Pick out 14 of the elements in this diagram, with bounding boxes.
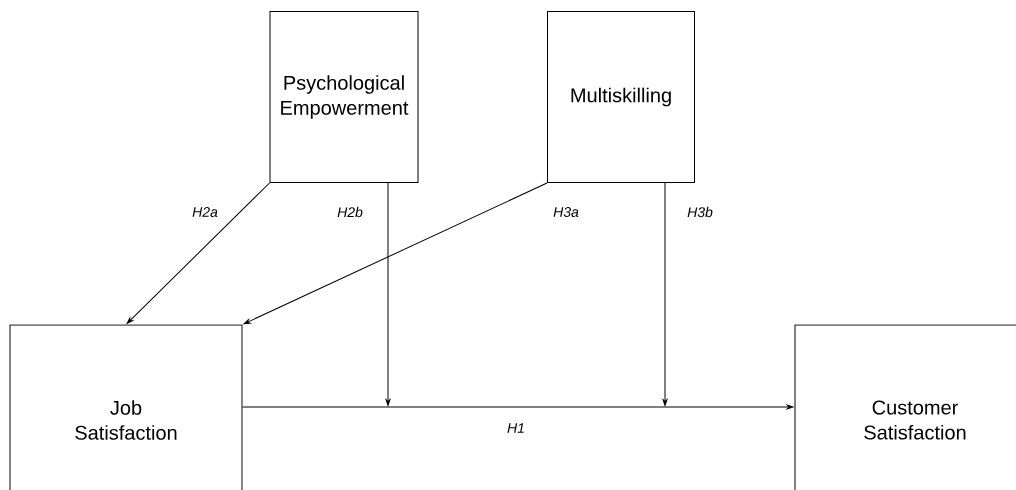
edge-label: H2a [192,207,218,217]
edge-label: H3b [687,206,713,218]
edge-label: H2b [337,206,363,218]
arrow [662,182,668,406]
construct-box: Multiskilling [547,11,695,183]
edge-label: H3a [553,207,579,217]
edge-label: H1 [507,423,524,433]
construct-box: Psychological Empowerment [269,11,419,183]
construct-box: Customer Satisfaction [794,324,1016,490]
arrow [126,182,270,324]
construct-box: Job Satisfaction [9,324,243,490]
arrow [242,404,794,410]
arrow [385,182,391,406]
arrow [243,182,548,325]
